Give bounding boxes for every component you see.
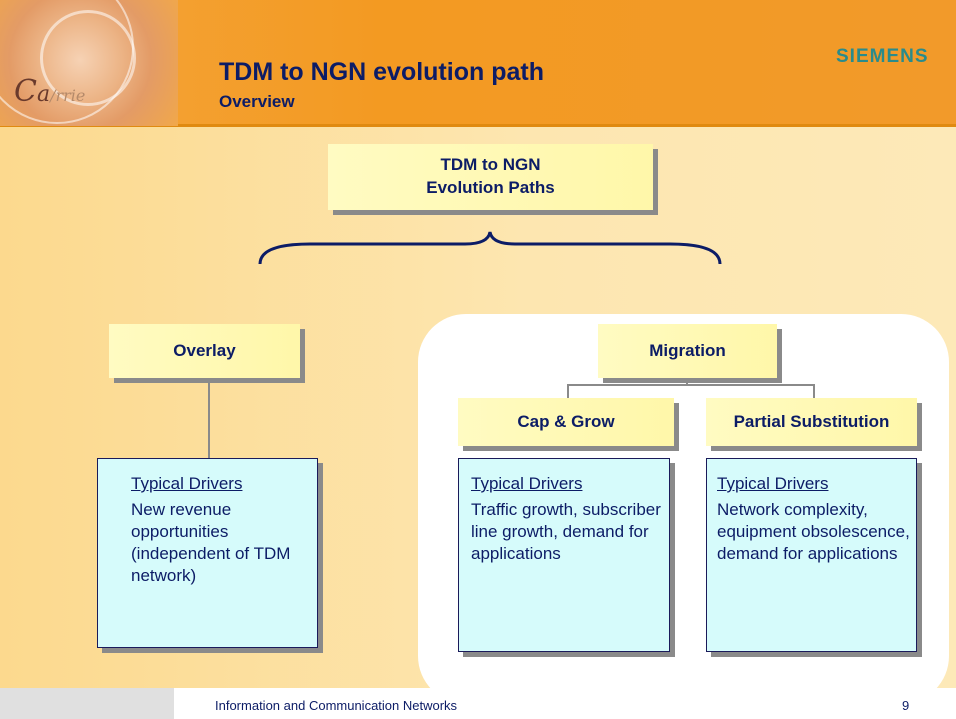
- migration-connector-horizontal: [567, 384, 815, 386]
- page-number: 9: [902, 698, 910, 713]
- logo-text: Ca/rrie: [14, 74, 86, 109]
- migration-box: Migration: [598, 324, 777, 378]
- overlay-connector: [208, 378, 210, 458]
- partial-drivers-head: Typical Drivers: [717, 474, 829, 493]
- header-divider: [0, 124, 956, 127]
- page-title: TDM to NGN evolution path: [219, 58, 544, 86]
- partial-substitution-box: Partial Substitution: [706, 398, 917, 446]
- overlay-drivers-head: Typical Drivers: [131, 474, 243, 493]
- page-subtitle: Overview: [219, 92, 295, 111]
- footer-block: [0, 688, 174, 719]
- carrier-logo-icon: Ca/rrie: [0, 0, 178, 126]
- footer-text: Information and Communication Networks: [215, 698, 458, 713]
- overlay-drivers-body: New revenue opportunities (independent o…: [131, 500, 291, 586]
- overlay-drivers-box: Typical Drivers New revenue opportunitie…: [97, 458, 318, 648]
- partial-drivers-body: Network complexity, equipment obsolescen…: [717, 500, 910, 564]
- capgrow-connector: [567, 384, 569, 398]
- cap-grow-drivers-box: Typical Drivers Traffic growth, subscrib…: [458, 458, 670, 652]
- partial-drivers-box: Typical Drivers Network complexity, equi…: [706, 458, 917, 652]
- partial-connector: [813, 384, 815, 398]
- migration-connector-vertical: [686, 378, 688, 386]
- cap-grow-drivers-body: Traffic growth, subscriber line growth, …: [471, 500, 661, 564]
- siemens-logo: SIEMENS: [836, 46, 929, 67]
- cap-grow-box: Cap & Grow: [458, 398, 674, 446]
- cap-grow-drivers-head: Typical Drivers: [471, 474, 583, 493]
- root-box: TDM to NGN Evolution Paths: [328, 144, 653, 210]
- overlay-box: Overlay: [109, 324, 300, 378]
- brace-icon: [258, 231, 722, 265]
